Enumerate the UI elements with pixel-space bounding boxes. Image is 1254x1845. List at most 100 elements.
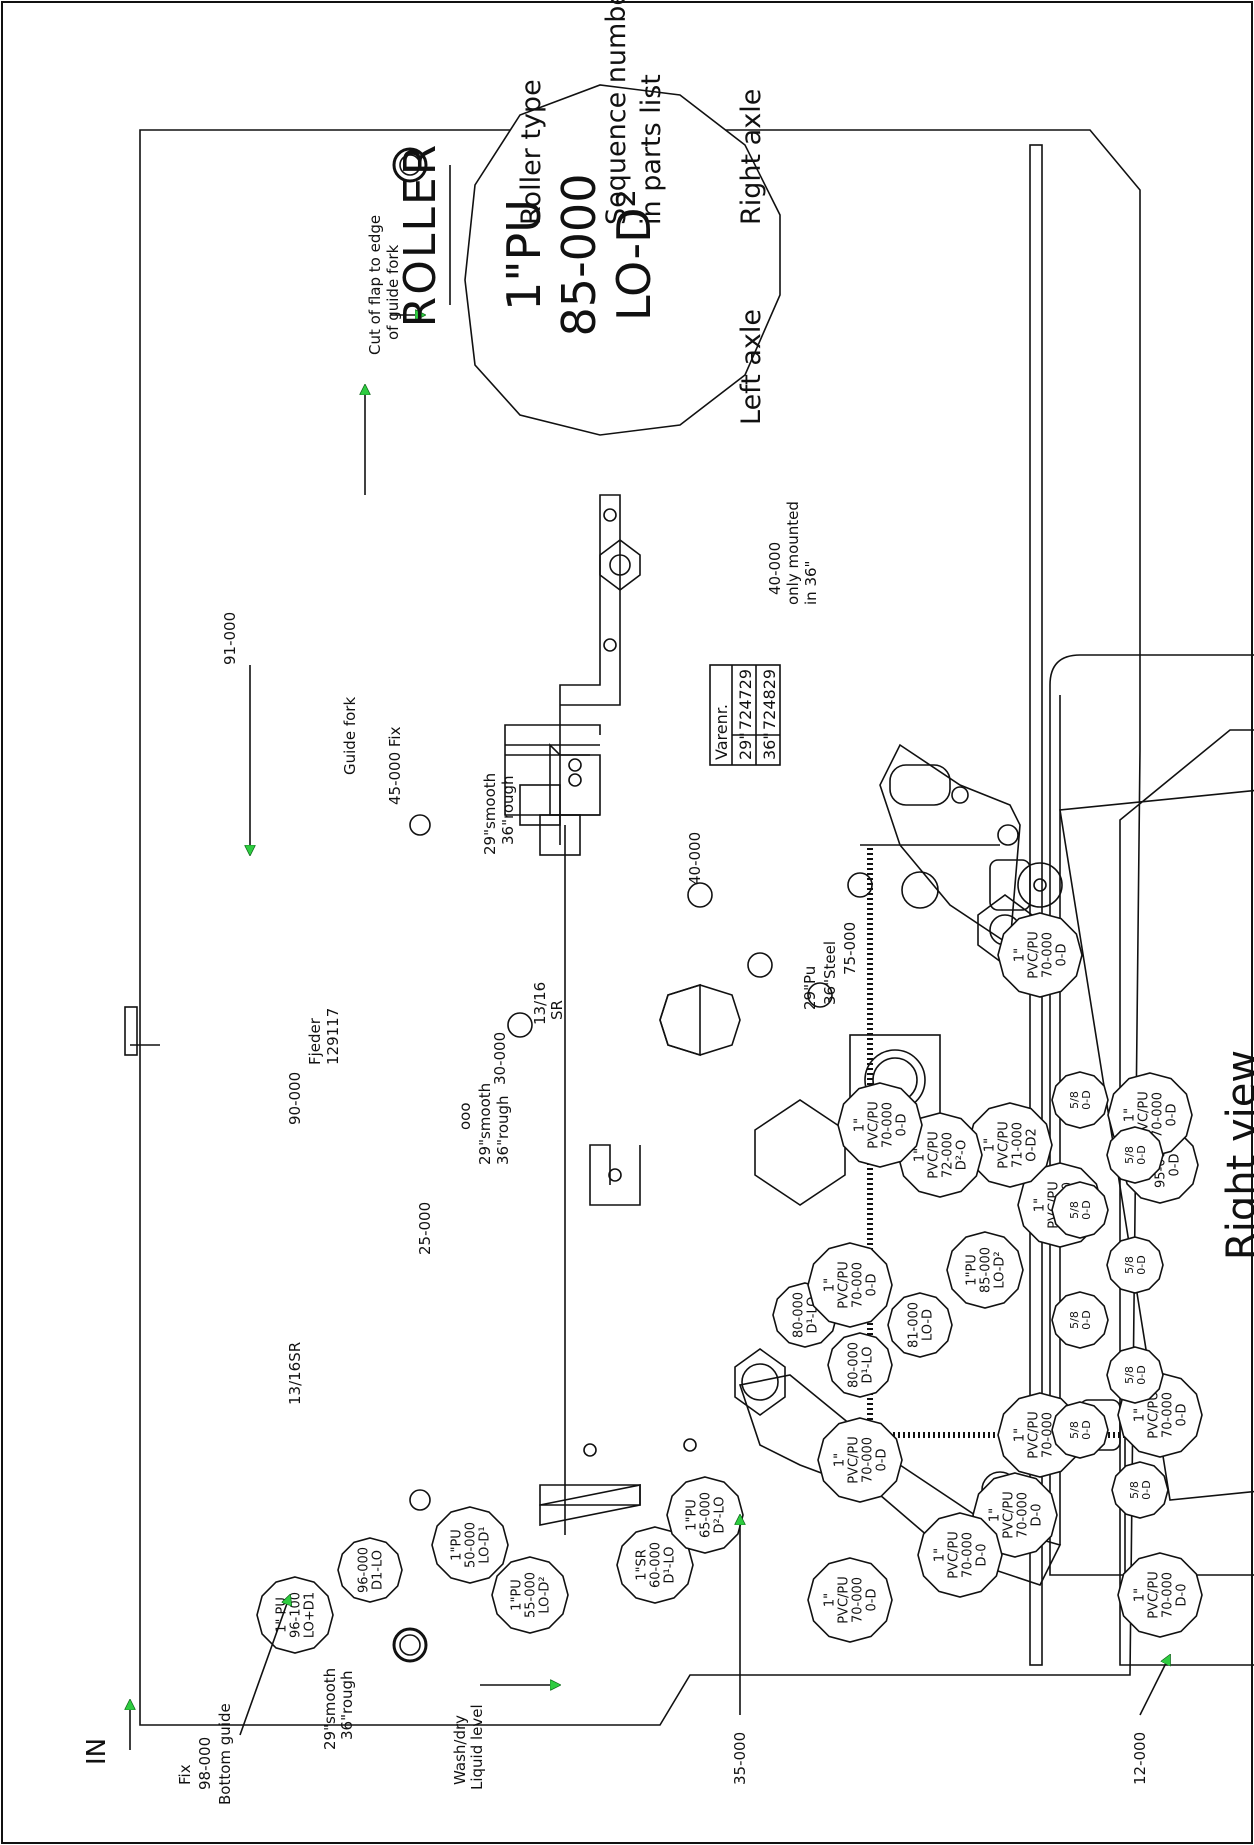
in-label: IN (82, 1738, 112, 1765)
roller-label-line: 5/8 (1123, 1146, 1136, 1164)
part-12-label: 12-000 (1131, 1732, 1149, 1785)
roller-label-line: 5/8 (1123, 1256, 1136, 1274)
roller-label-line: 71-000 (1011, 1122, 1026, 1168)
roller-label-line: 1" (988, 1508, 1003, 1522)
roller-label-line: PVC/PU (997, 1121, 1012, 1169)
roller-label-line: 70-000 (851, 1577, 866, 1623)
roller-label-line: 1" (853, 1118, 868, 1132)
view-title: Right view (1219, 1050, 1254, 1260)
legend-left-axle: Left axle (736, 309, 767, 425)
roller-label-line: LO+D1 (303, 1592, 318, 1638)
roller-label-line: 5/8 (1068, 1421, 1081, 1439)
roller-label-line: 1"PU (510, 1579, 525, 1611)
roller-label-line: 0-D (875, 1449, 890, 1472)
roller-label-line: 55-000 (524, 1572, 539, 1618)
roller-label-line: 5/8 (1068, 1201, 1081, 1219)
roller-label-line: D¹-LO (663, 1547, 678, 1584)
roller-label-line: 5/8 (1068, 1311, 1081, 1329)
roller-label-line: 85-000 (979, 1247, 994, 1293)
part-75-pu-label: 29"Pu (801, 966, 819, 1010)
varenr-number-1: 724729 (736, 669, 755, 730)
roller-label-line: 1" (833, 1453, 848, 1467)
roller-label-line: 0-D (1168, 1154, 1183, 1177)
legend-roller-type: Roller type (516, 79, 547, 225)
varenr-header: Varenr. (712, 704, 731, 760)
legend-sequence-1: Sequence number (601, 0, 632, 225)
part-90-label: 90-000 (286, 1072, 304, 1125)
roller-label-line: PVC/PU (947, 1531, 962, 1579)
roller-label-line: 1" (933, 1548, 948, 1562)
roller-label-line: 60-000 (649, 1542, 664, 1588)
roller-label-line: 0-D (1080, 1200, 1093, 1219)
roller-label-line: 0-D (1080, 1420, 1093, 1439)
roller-label-line: PVC/PU (927, 1131, 942, 1179)
roller-outline (837, 1082, 923, 1168)
roller-label-line: LO-D¹ (478, 1526, 493, 1563)
roller-label-line: 80-000 (847, 1342, 862, 1388)
roller-label-line: 65-000 (699, 1492, 714, 1538)
guide-fork-assembly (879, 743, 1033, 966)
roller-label-line: 1"PU (965, 1254, 980, 1286)
part-35-strip (539, 1438, 697, 1526)
bottom-guide-label: Bottom guide (216, 1703, 234, 1805)
roller-label-line: 81-000 (907, 1302, 922, 1348)
roller-label-line: 1" (1123, 1108, 1138, 1122)
roller-legend: ROLLER 1"PU 85-000 LO-D² Roller type Seq… (395, 0, 781, 436)
roller-label-line: 0-D (1165, 1104, 1180, 1127)
roller-label-line: 70-000 (861, 1437, 876, 1483)
roller-label-line: 0-D (865, 1274, 880, 1297)
roller-label-line: D¹-LO (861, 1347, 876, 1384)
roller-outline (827, 1332, 893, 1398)
roller-outline (807, 1557, 893, 1643)
rough-label-right: 36"rough (499, 775, 517, 845)
sr-label: SR (548, 1000, 566, 1020)
roller-label-line: LO-D² (993, 1251, 1008, 1288)
roller-outline (917, 1512, 1003, 1598)
roller-label-line: 0-D (1055, 944, 1070, 967)
part-30-label: 30-000 (491, 1032, 509, 1085)
roller-label-line: PVC/PU (1027, 1411, 1042, 1459)
part-13-16sr-label: 13/16SR (286, 1342, 304, 1405)
rough-label-mid: 36"rough (494, 1095, 512, 1165)
ooo-label: ooo (456, 1102, 474, 1130)
roller-label-line: 70-000 (881, 1102, 896, 1148)
roller-label-line: 1" (1133, 1408, 1148, 1422)
part-35-label: 35-000 (731, 1732, 749, 1785)
roller-label-line: 5/8 (1128, 1481, 1141, 1499)
roller-label-line: 1" (913, 1148, 928, 1162)
roller-label-line: 1" (1133, 1588, 1148, 1602)
roller-label-line: 0-D (1135, 1255, 1148, 1274)
roller-label-line: D1-LO (371, 1550, 386, 1590)
roller-label-line: 70-000 (1041, 932, 1056, 978)
roller-label-line: 70-000 (1161, 1392, 1176, 1438)
fix-label: Fix (176, 1764, 194, 1785)
roller-label-line: 0-D (895, 1114, 910, 1137)
part-45-fix-label: 45-000 Fix (386, 726, 404, 805)
part-30-bracket (589, 1144, 641, 1206)
roller-outline (817, 1417, 903, 1503)
roller-label-line: 96-000 (357, 1547, 372, 1593)
roller-label-line: PVC/PU (1002, 1491, 1017, 1539)
varenr-table: Varenr. 29" 724729 36" 724829 (709, 664, 781, 766)
smooth-label-right: 29"smooth (481, 773, 499, 855)
labels-group: IN Fix 98-000 Bottom guide 29"smooth 36"… (82, 215, 1170, 1805)
roller-label-line: O-D2 (1025, 1128, 1040, 1162)
roller-outline (337, 1537, 403, 1603)
smooth-label-mid: 29"smooth (476, 1083, 494, 1165)
part-40-label: 40-000 (686, 832, 704, 885)
roller-label-line: 0-D (1135, 1145, 1148, 1164)
legend-title: ROLLER (395, 143, 446, 328)
